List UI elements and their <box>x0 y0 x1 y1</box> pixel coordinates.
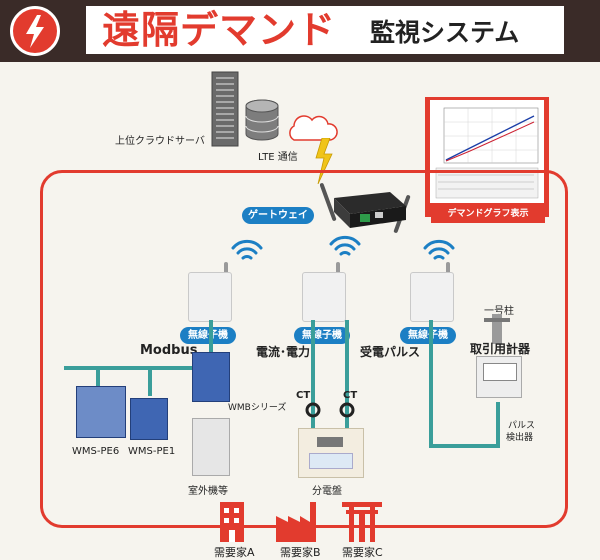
ct-sensor-icon <box>305 402 321 418</box>
ct-sensor-icon <box>339 402 355 418</box>
wms-pe1-device <box>130 398 168 440</box>
wireless-unit-1 <box>188 272 232 322</box>
pulse-wire <box>429 320 433 446</box>
modbus-label: Modbus <box>140 343 198 358</box>
lightning-icon <box>10 6 60 56</box>
distribution-panel <box>298 428 364 478</box>
consumer-c-label: 需要家C <box>342 546 383 559</box>
outdoor-label: 室外機等 <box>188 486 228 497</box>
lightning-icon <box>315 138 333 184</box>
utility-pole <box>492 314 502 344</box>
demand-graph-label: デマンドグラフ表示 <box>431 206 545 223</box>
ct-label-1: CT <box>296 390 311 401</box>
gateway-label: ゲートウェイ <box>242 207 314 224</box>
wire <box>209 320 213 360</box>
meter-device <box>476 356 522 398</box>
lte-label: LTE 通信 <box>258 152 298 163</box>
wireless-unit-label-1: 無線子機 <box>180 327 236 344</box>
pulse-detector-label-1: パルス <box>508 421 536 431</box>
server-icon <box>211 71 239 147</box>
wifi-icon <box>423 239 455 260</box>
demand-graph-chart <box>435 107 539 199</box>
modbus-bus-wire <box>64 366 224 370</box>
antenna <box>336 262 340 278</box>
cloud-icon <box>289 115 338 141</box>
building-icon <box>220 502 244 542</box>
wifi-icon <box>329 235 361 256</box>
factory-icon <box>276 502 316 542</box>
wifi-icon <box>231 239 263 260</box>
shrine-icon <box>342 502 382 542</box>
consumer-b-label: 需要家B <box>280 546 321 559</box>
pole-label: 一号柱 <box>484 306 514 317</box>
wire <box>96 366 100 386</box>
title-box <box>86 6 564 54</box>
ct-label-2: CT <box>343 390 358 401</box>
wms-pe6-device <box>76 386 126 438</box>
wireless-unit-label-3: 無線子機 <box>400 327 456 344</box>
antenna <box>224 262 228 278</box>
wms-pe6-label: WMS-PE6 <box>72 446 120 457</box>
wmb-device <box>192 352 230 402</box>
wireless-unit-label-2: 無線子機 <box>294 327 350 344</box>
pulse-detector-label-2: 検出器 <box>506 433 534 443</box>
wire <box>148 366 152 396</box>
panel-label: 分電盤 <box>312 486 342 497</box>
pulse-wire <box>496 402 500 448</box>
pulse-label: 受電パルス <box>360 345 421 359</box>
ct-wire-2 <box>345 320 349 430</box>
database-icon <box>245 99 279 141</box>
antenna <box>446 262 450 278</box>
monitor-screen <box>430 100 544 203</box>
page-title: 遠隔デマンド <box>102 8 337 52</box>
wms-pe1-label: WMS-PE1 <box>128 446 176 457</box>
pulse-wire <box>429 444 499 448</box>
page-subtitle: 監視システム <box>370 18 520 47</box>
consumer-a-label: 需要家A <box>214 546 255 559</box>
wireless-unit-3 <box>410 272 454 322</box>
wireless-unit-2 <box>302 272 346 322</box>
gateway-device <box>320 183 411 233</box>
current-power-label: 電流･電力 <box>256 345 311 359</box>
wmb-label: WMBシリーズ <box>228 403 287 413</box>
utility-pole-arm <box>484 318 510 322</box>
ct-wire-1 <box>311 320 315 430</box>
meter-label: 取引用計器 <box>470 342 531 356</box>
cloud-server-label: 上位クラウドサーバ <box>115 136 205 147</box>
outdoor-unit <box>192 418 230 476</box>
